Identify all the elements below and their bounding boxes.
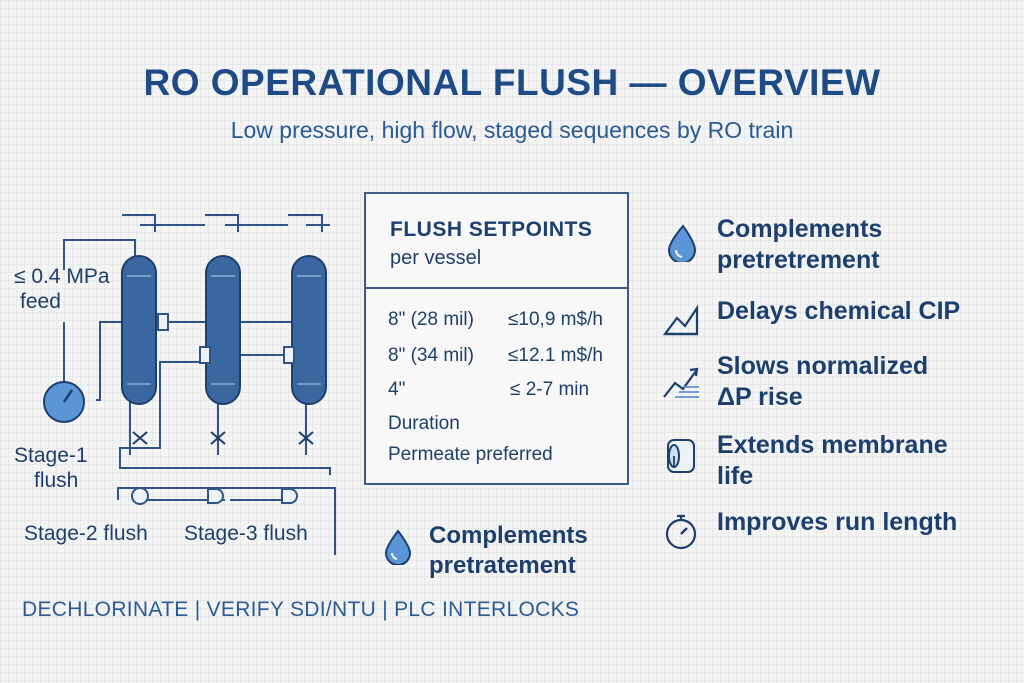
setpoint-row: Duration	[388, 413, 460, 435]
benefit-line: Slows normalized	[717, 352, 929, 380]
setpoint-value: ≤ 2-7 min	[510, 379, 590, 400]
setpoint-label: Duration	[388, 413, 460, 434]
water-drop-icon	[384, 529, 412, 565]
page-subtitle: Low pressure, high flow, staged sequence…	[230, 117, 794, 143]
setpoint-label: 8" (34 mil)	[388, 345, 474, 366]
footer-checklist: DECHLORINATE | VERIFY SDI/NTU | PLC INTE…	[22, 598, 580, 621]
benefit-line: Delays chemical CIP	[717, 297, 961, 325]
stopwatch-icon	[665, 514, 697, 550]
setpoint-row: 4" ≤ 2-7 min	[388, 379, 589, 401]
setpoint-label: Permeate preferred	[388, 444, 553, 465]
page-title: RO OPERATIONAL FLUSH — OVERVIEW	[143, 62, 881, 103]
membrane-roll-icon	[667, 439, 695, 473]
stage3-label: Stage-3 flush	[184, 522, 308, 545]
ro-train-diagram	[43, 214, 336, 555]
setpoint-label: 8" (28 mil)	[388, 309, 474, 330]
stage1-label-line1: Stage-1	[14, 444, 88, 467]
feed-pressure-label: ≤ 0.4 MPa	[14, 265, 110, 288]
rising-line-icon	[663, 367, 699, 398]
setpoints-title: FLUSH SETPOINTS	[390, 218, 593, 241]
benefit-line: life	[717, 462, 754, 490]
setpoint-row: Permeate preferred	[388, 444, 553, 466]
benefit-line: pretretrement	[717, 246, 880, 274]
middle-benefit-line2: pretratement	[429, 552, 576, 579]
benefit-line: Improves run length	[717, 508, 958, 536]
setpoints-subtitle: per vessel	[390, 247, 482, 269]
water-drop-icon	[667, 224, 697, 262]
setpoint-label: 4"	[388, 379, 406, 400]
benefit-line: ΔP rise	[717, 383, 803, 411]
stage2-label: Stage-2 flush	[24, 522, 148, 545]
flush-setpoints-panel: FLUSH SETPOINTS per vessel 8" (28 mil) ≤…	[364, 192, 629, 485]
setpoint-value: ≤12.1 m$/h	[508, 345, 603, 366]
setpoint-row: 8" (28 mil) ≤10,9 m$/h	[388, 309, 603, 331]
setpoint-value: ≤10,9 m$/h	[508, 309, 603, 330]
feed-label: feed	[20, 290, 61, 313]
middle-benefit-line1: Complements	[429, 522, 588, 549]
benefit-line: Extends membrane	[717, 431, 948, 459]
trend-chart-icon	[662, 304, 699, 336]
stage1-label-line2: flush	[34, 469, 79, 492]
setpoint-row: 8" (34 mil) ≤12.1 m$/h	[388, 345, 603, 367]
benefit-line: Complements	[717, 215, 883, 243]
